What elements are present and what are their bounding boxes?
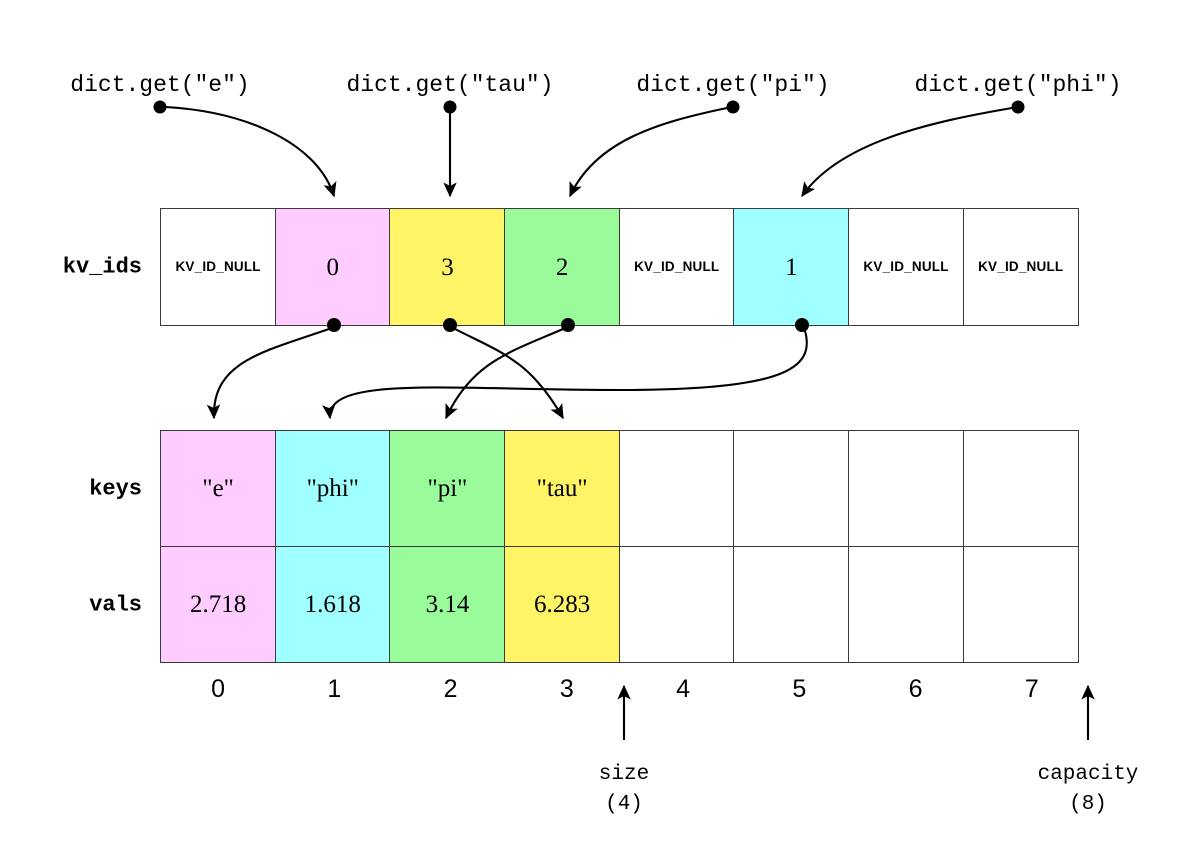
keys-cell-3-text: "tau" (536, 475, 588, 502)
keys-array: "e" "phi" "pi" "tau" (160, 430, 1079, 547)
vals-cell-1: 1.618 (274, 547, 391, 663)
keys-cell-1: "phi" (274, 430, 391, 547)
kv-ids-cell-3-text: 2 (555, 253, 569, 281)
keys-cell-5 (733, 430, 850, 547)
index-label-5: 5 (792, 675, 807, 703)
kv-ids-cell-5-text: 1 (785, 253, 798, 281)
kv-ids-cell-4: KV_ID_NULL (618, 208, 735, 326)
kv-ids-cell-5: 1 (733, 208, 850, 326)
call-label-phi: dict.get("phi") (914, 72, 1122, 98)
capacity-label: capacity (1037, 763, 1139, 786)
kv-ids-cell-2: 3 (389, 208, 506, 326)
capacity-value: (8) (1069, 793, 1107, 817)
index-label-4: 4 (676, 675, 691, 703)
kv-ids-cell-6-text: KV_ID_NULL (863, 259, 949, 275)
vals-cell-0-text: 2.718 (190, 591, 247, 618)
vals-cell-2-text: 3.14 (425, 591, 470, 618)
call-arrow-e (153, 100, 337, 198)
row-label-vals: vals (89, 592, 142, 618)
kv-ids-cell-3: 2 (503, 208, 621, 326)
vals-cell-7 (962, 547, 1079, 663)
kv-ids-cell-2-text: 3 (441, 253, 454, 281)
vals-cell-6 (847, 547, 965, 663)
kv-ids-cell-0-text: KV_ID_NULL (175, 259, 261, 275)
vals-cell-3-text: 6.283 (533, 591, 591, 618)
vals-cell-4 (618, 547, 735, 663)
kv-ids-cell-6: KV_ID_NULL (847, 208, 965, 326)
kv-ids-cell-4-text: KV_ID_NULL (634, 259, 720, 275)
vals-cell-3: 6.283 (503, 547, 621, 663)
kv-ids-array: KV_ID_NULL 0 3 2 KV_ID_NULL 1 KV_ID_NULL KV_ID_… (160, 208, 1079, 326)
slot-arrow-3 (443, 318, 564, 420)
call-arrow-pi (569, 100, 740, 198)
kv-ids-cell-1: 0 (274, 208, 391, 326)
kv-ids-cell-7: KV_ID_NULL (962, 208, 1079, 326)
call-label-pi: dict.get("pi") (636, 72, 830, 98)
size-annotation: size (4) (599, 760, 649, 821)
kv-ids-cell-1-text: 0 (326, 253, 340, 281)
index-label-7: 7 (1024, 675, 1039, 703)
vals-cell-5 (733, 547, 850, 663)
kv-ids-cell-7-text: KV_ID_NULL (978, 259, 1064, 275)
call-label-e: dict.get("e") (70, 72, 250, 98)
vals-cell-2: 3.14 (389, 547, 506, 663)
kv-ids-cell-0: KV_ID_NULL (160, 208, 277, 326)
capacity-annotation: capacity (8) (1038, 760, 1139, 821)
keys-cell-7 (962, 430, 1079, 547)
slot-arrow-0 (206, 318, 341, 420)
keys-cell-3: "tau" (503, 430, 621, 547)
index-label-2: 2 (443, 675, 458, 703)
keys-cell-2-text: "pi" (427, 475, 468, 502)
slot-arrow-1 (322, 318, 809, 420)
keys-cell-1-text: "phi" (306, 475, 359, 502)
keys-cell-0-text: "e" (202, 475, 234, 502)
keys-cell-0: "e" (160, 430, 277, 547)
vals-cell-0: 2.718 (160, 547, 277, 663)
keys-cell-2: "pi" (389, 430, 506, 547)
size-label: size (598, 763, 650, 786)
index-label-3: 3 (559, 675, 574, 703)
call-arrow-tau (443, 100, 457, 198)
call-arrow-phi (801, 100, 1025, 198)
keys-cell-6 (847, 430, 965, 547)
size-value: (4) (605, 793, 643, 817)
vals-array: 2.718 1.618 3.14 6.283 (160, 547, 1079, 663)
index-label-1: 1 (327, 675, 342, 703)
keys-cell-4 (618, 430, 735, 547)
index-label-0: 0 (211, 675, 226, 703)
row-label-kv-ids: kv_ids (62, 254, 142, 280)
slot-arrow-2 (445, 318, 575, 420)
call-label-tau: dict.get("tau") (346, 72, 554, 98)
vals-cell-1-text: 1.618 (304, 591, 361, 618)
row-label-keys: keys (89, 476, 142, 502)
index-label-6: 6 (908, 675, 923, 703)
